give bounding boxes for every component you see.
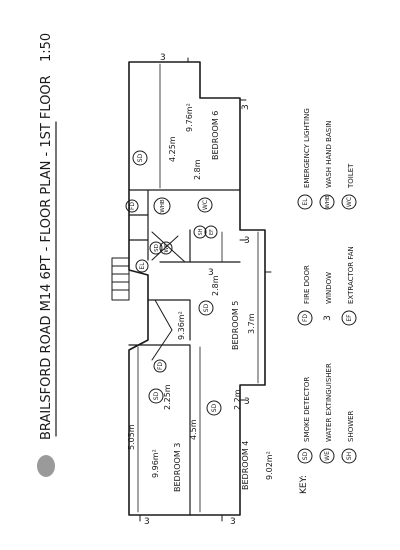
svg-text:SH: SH — [346, 452, 353, 460]
legend-window: WINDOW — [325, 272, 333, 304]
legend-toilet: TOILET — [347, 163, 355, 189]
smoke-detector-bedroom-6: SD — [132, 150, 148, 166]
svg-text:SD: SD — [203, 303, 210, 312]
svg-text:SD: SD — [211, 403, 218, 412]
bedroom-6-area: 9.76m² — [185, 103, 194, 132]
svg-text:WHB: WHB — [160, 199, 166, 213]
legend-title: KEY: — [299, 475, 309, 494]
bedroom-4-dim-a: 4.5m — [189, 419, 198, 440]
legend-shower: SHOWER — [347, 410, 355, 442]
svg-text:EF: EF — [209, 229, 215, 235]
window-mark-6: 3 — [144, 517, 150, 527]
legend-emergency-lighting: EMERGENCY LIGHTING — [303, 108, 311, 188]
bedroom-5-dim-b: 2.8m — [211, 275, 220, 296]
smoke-detector-bedroom-4: SD — [206, 400, 222, 416]
bedroom-6-dim-b: 2.8m — [193, 159, 202, 180]
fire-door-bedroom-6: FD — [125, 199, 139, 213]
window-mark-7: 3 — [230, 517, 236, 527]
dimension-lines — [137, 63, 259, 513]
legend-extractor-fan: EXTRACTOR FAN — [347, 246, 355, 304]
legend-fire-door: FIRE DOOR — [303, 265, 311, 304]
inner-walls — [128, 189, 241, 516]
plan-title: BRAILSFORD ROAD M14 6PT - FLOOR PLAN - 1… — [39, 75, 54, 440]
legend-water-extinguisher: WATER EXTINGUISHER — [325, 363, 333, 442]
bedroom-4-dim-b: 2.2m — [233, 389, 242, 410]
extractor-fan-symbol: EF — [204, 225, 218, 239]
window-mark-1: 3 — [160, 53, 166, 63]
fire-door-bedroom-5: FD — [153, 359, 167, 373]
toilet-symbol: WC — [197, 197, 213, 213]
bedroom-5-area: 9.36m² — [177, 311, 186, 340]
window-mark-5: 3 — [244, 397, 250, 407]
svg-text:SD: SD — [153, 391, 160, 400]
svg-text:WC: WC — [202, 200, 209, 210]
svg-text:FD: FD — [129, 202, 136, 210]
bedroom-3-dim-a: 5.05m — [127, 424, 136, 450]
svg-text:SD: SD — [137, 153, 144, 162]
redaction-blot — [37, 455, 55, 477]
bedroom-5-label: BEDROOM 5 — [231, 301, 240, 350]
smoke-detector-bedroom-5: SD — [198, 300, 214, 316]
bathroom-fittings — [151, 231, 186, 361]
svg-text:WHB: WHB — [325, 195, 331, 209]
room-bedroom-4: BEDROOM 4 9.02m² 4.5m 2.2m — [189, 389, 274, 490]
legend-wash-hand-basin: WASH HAND BASIN — [325, 121, 333, 189]
bedroom-6-label: BEDROOM 6 — [211, 111, 220, 160]
staircase — [111, 257, 130, 301]
bedroom-3-label: BEDROOM 3 — [173, 443, 182, 492]
svg-text:WE: WE — [164, 243, 170, 252]
shower-symbol: SH — [193, 225, 207, 239]
svg-text:3: 3 — [323, 315, 333, 321]
svg-text:FD: FD — [302, 314, 309, 322]
building-outline — [128, 61, 266, 516]
bedroom-4-label: BEDROOM 4 — [241, 441, 250, 490]
window-mark-4: 3 — [208, 268, 214, 278]
svg-text:SD: SD — [302, 451, 309, 460]
legend: KEY: SD SMOKE DETECTOR WE WATER EXTINGUI… — [297, 108, 357, 494]
bedroom-3-area: 9.96m² — [151, 449, 160, 478]
bedroom-5-dim-a: 3.7m — [247, 313, 256, 334]
smoke-detector-bedroom-3: SD — [148, 388, 164, 404]
window-mark-3: 3 — [244, 236, 250, 246]
room-bedroom-5: BEDROOM 5 9.36m² 3.7m 2.8m — [177, 275, 256, 350]
wash-hand-basin-bedroom-6: WHB — [153, 197, 171, 215]
room-bedroom-6: BEDROOM 6 9.76m² 4.25m 2.8m — [168, 103, 220, 180]
bedroom-6-dim-a: 4.25m — [168, 136, 177, 162]
smoke-detector-landing: SD — [149, 241, 163, 255]
plan-scale: 1:50 — [39, 33, 54, 62]
svg-text:WC: WC — [346, 197, 353, 207]
legend-smoke-detector: SMOKE DETECTOR — [303, 377, 311, 442]
bedroom-4-area: 9.02m² — [265, 451, 274, 480]
svg-text:SD: SD — [154, 244, 160, 252]
water-extinguisher-landing: WE — [159, 241, 173, 255]
svg-text:SH: SH — [198, 228, 204, 235]
emergency-lighting-landing: EL — [135, 259, 149, 273]
svg-text:FD: FD — [157, 362, 164, 370]
svg-text:EF: EF — [346, 314, 353, 322]
svg-text:EL: EL — [302, 198, 309, 206]
svg-text:WE: WE — [324, 451, 331, 461]
room-bedroom-3: BEDROOM 3 9.96m² 5.05m 2.25m — [127, 384, 182, 492]
svg-text:EL: EL — [139, 262, 146, 270]
window-mark-2: 3 — [241, 104, 251, 110]
bedroom-3-dim-b: 2.25m — [163, 384, 172, 410]
window-marks — [139, 57, 272, 522]
